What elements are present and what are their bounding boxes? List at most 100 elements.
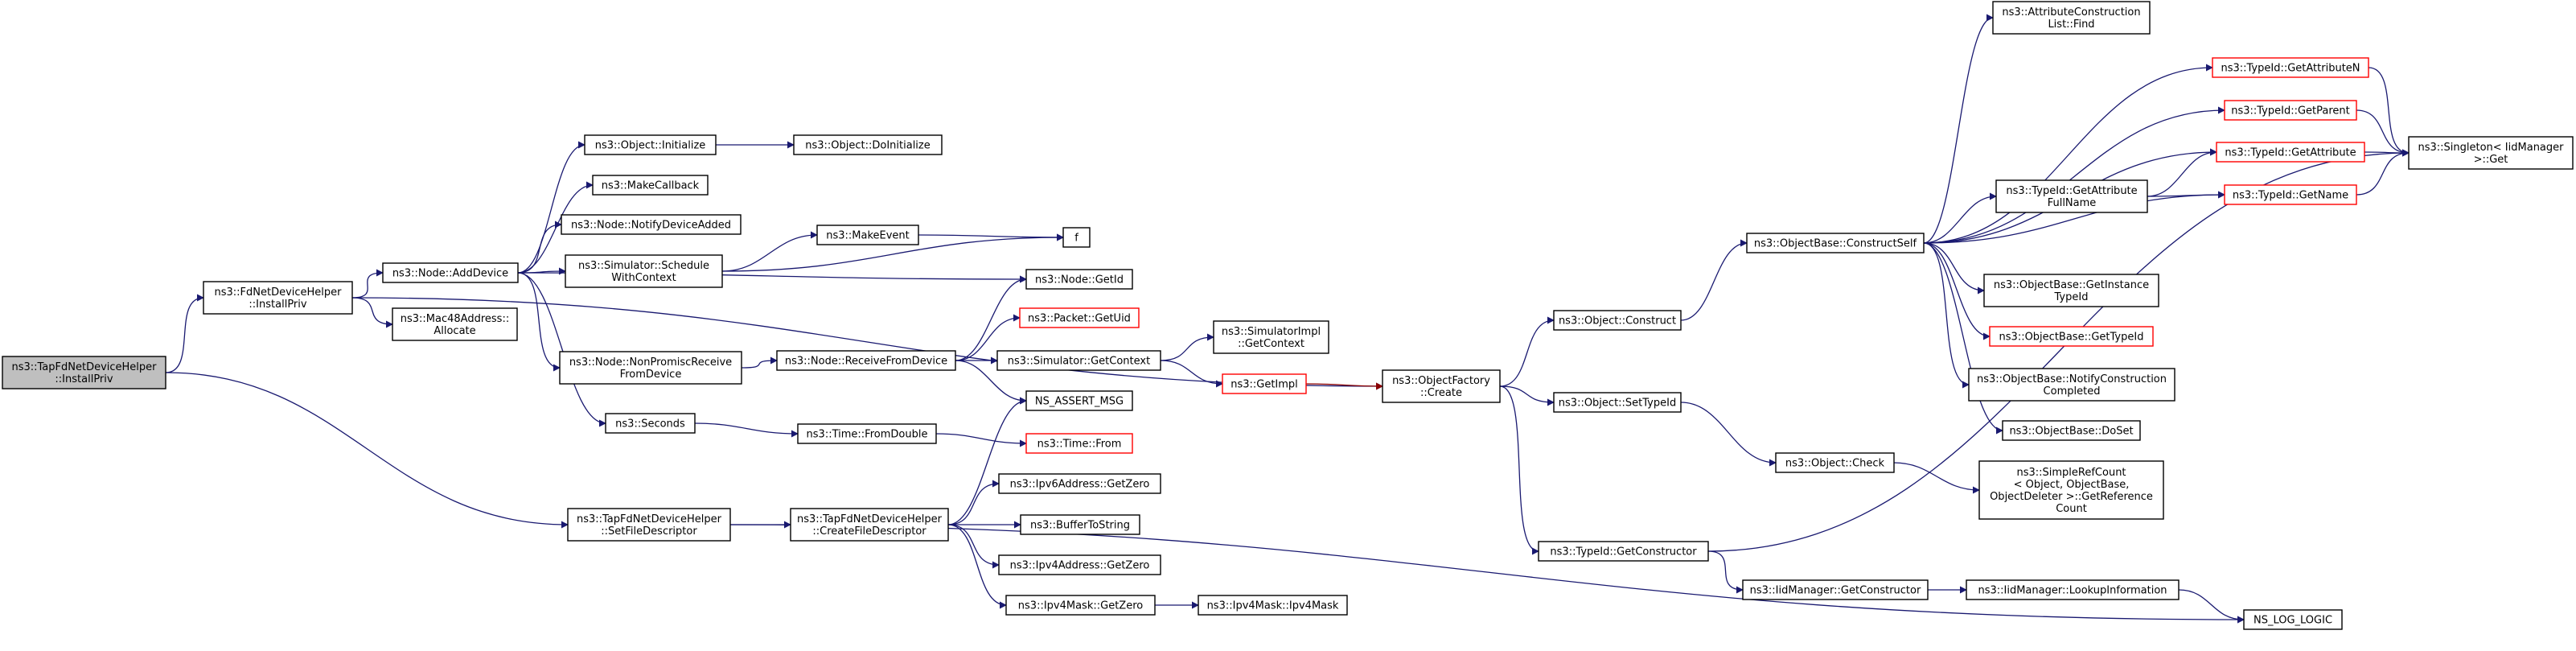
edge-recvFromDev-to-nodeGetId [955, 275, 1027, 361]
node-timeFrom[interactable]: ns3::Time::From [1025, 433, 1133, 454]
edge-typeIdGetCtor-to-singletonGet [1707, 149, 2410, 552]
edge-objFactoryCreate-to-typeIdGetCtor [1499, 385, 1539, 555]
edge-objFactoryCreate-to-objSetTypeId [1499, 385, 1555, 406]
node-label-line: ns3::FdNetDeviceHelper [214, 286, 342, 299]
node-notifyDev[interactable]: ns3::Node::NotifyDeviceAdded [561, 214, 742, 235]
node-objCheck[interactable]: ns3::Object::Check [1775, 452, 1895, 473]
node-simGetCtx[interactable]: ns3::Simulator::GetContext [996, 350, 1161, 371]
node-ipv4MaskZero[interactable]: ns3::Ipv4Mask::GetZero [1005, 595, 1156, 616]
node-box [592, 175, 709, 196]
node-nsLogLogic[interactable]: NS_LOG_LOGIC [2243, 609, 2343, 630]
node-box [1968, 368, 2175, 402]
node-objBaseGetTypeId[interactable]: ns3::ObjectBase::GetTypeId [1989, 326, 2154, 347]
node-seconds[interactable]: ns3::Seconds [605, 413, 696, 434]
node-box [996, 350, 1161, 371]
node-notifyConstrCompleted[interactable]: ns3::ObjectBase::NotifyConstructionCompl… [1968, 368, 2175, 402]
node-label-line: ns3::Ipv6Address::GetZero [1010, 479, 1150, 491]
edge-objConstruct-to-constructSelf [1680, 239, 1748, 321]
node-setFileDesc[interactable]: ns3::TapFdNetDeviceHelper::SetFileDescri… [567, 508, 731, 542]
node-box [1978, 460, 2164, 520]
node-label-line: ns3::SimulatorImpl [1222, 326, 1321, 338]
node-label-line: ns3::Node::GetId [1035, 274, 1124, 286]
node-makeCallback[interactable]: ns3::MakeCallback [592, 175, 709, 196]
node-getName[interactable]: ns3::TypeId::GetName [2224, 184, 2357, 205]
node-box [605, 413, 696, 434]
node-constructSelf[interactable]: ns3::ObjectBase::ConstructSelf [1746, 233, 1925, 253]
node-objSetTypeId[interactable]: ns3::Object::SetTypeId [1553, 392, 1682, 413]
node-ipv4Mask[interactable]: ns3::Ipv4Mask::Ipv4Mask [1198, 595, 1348, 616]
node-ipv6Zero[interactable]: ns3::Ipv6Address::GetZero [998, 473, 1161, 494]
node-label-line: ns3::TypeId::GetAttributeN [2221, 63, 2360, 75]
node-label-line: NS_LOG_LOGIC [2253, 615, 2332, 627]
edge-getAttrFullName-to-getName [2147, 191, 2225, 199]
node-fdInstallPriv[interactable]: ns3::FdNetDeviceHelper::InstallPriv [203, 281, 353, 315]
edge-constructSelf-to-getName [1923, 191, 2225, 244]
node-objFactoryCreate[interactable]: ns3::ObjectFactory::Create [1382, 369, 1501, 403]
node-label-line: List::Find [2048, 19, 2094, 31]
node-packetGetUid[interactable]: ns3::Packet::GetUid [1019, 307, 1140, 328]
edge-recvFromDev-to-packetGetUid [955, 314, 1021, 361]
node-ipv4Zero[interactable]: ns3::Ipv4Address::GetZero [998, 554, 1161, 575]
node-label-line: ns3::Object::SetTypeId [1559, 398, 1676, 410]
node-doSet[interactable]: ns3::ObjectBase::DoSet [2002, 420, 2141, 441]
node-nodeGetId[interactable]: ns3::Node::GetId [1025, 269, 1133, 290]
node-box [2, 356, 166, 389]
node-nsAssert[interactable]: NS_ASSERT_MSG [1025, 390, 1133, 411]
edge-addDevice-to-nonPromisc [517, 272, 561, 372]
node-getParent[interactable]: ns3::TypeId::GetParent [2224, 100, 2357, 121]
node-label-line: ns3::ObjectFactory [1392, 375, 1490, 387]
node-singletonGet[interactable]: ns3::Singleton< IidManager >::Get [2408, 136, 2574, 170]
node-recvFromDev[interactable]: ns3::Node::ReceiveFromDevice [776, 350, 956, 371]
node-simpleRefCount[interactable]: ns3::SimpleRefCount< Object, ObjectBase,… [1978, 460, 2164, 520]
node-makeEvent[interactable]: ns3::MakeEvent [816, 225, 919, 245]
node-box [2243, 609, 2343, 630]
node-label-line: FromDevice [620, 369, 682, 381]
node-box [1025, 390, 1133, 411]
node-label-line: ns3::Node::NonPromiscReceive [569, 356, 732, 369]
node-box [790, 508, 949, 542]
node-objConstruct[interactable]: ns3::Object::Construct [1553, 310, 1682, 331]
node-objDoInit[interactable]: ns3::Object::DoInitialize [793, 134, 943, 155]
node-box [2224, 184, 2357, 205]
node-typeIdGetCtor[interactable]: ns3::TypeId::GetConstructor [1538, 541, 1709, 562]
node-box [392, 307, 518, 341]
node-objInit[interactable]: ns3::Object::Initialize [584, 134, 717, 155]
node-addDevice[interactable]: ns3::Node::AddDevice [382, 262, 519, 283]
node-box [1989, 326, 2154, 347]
node-getImpl[interactable]: ns3::GetImpl [1222, 373, 1307, 394]
node-box [776, 350, 956, 371]
node-f[interactable]: f [1062, 227, 1091, 248]
edge-constructSelf-to-doSet [1923, 242, 2003, 435]
node-getAttributeN[interactable]: ns3::TypeId::GetAttributeN [2212, 57, 2369, 78]
node-createFileDesc[interactable]: ns3::TapFdNetDeviceHelper::CreateFileDes… [790, 508, 949, 542]
node-fromDouble[interactable]: ns3::Time::FromDouble [797, 423, 937, 444]
node-label-line: ns3::Object::Check [1785, 458, 1885, 470]
node-mac48[interactable]: ns3::Mac48Address::Allocate [392, 307, 518, 341]
node-label-line: ns3::MakeCallback [602, 180, 700, 192]
node-label-line: ns3::TypeId::GetName [2233, 190, 2348, 202]
node-label-line: ns3::Ipv4Address::GetZero [1010, 560, 1150, 572]
edge-addDevice-to-notifyDev [517, 220, 562, 274]
node-simImplGetCtx[interactable]: ns3::SimulatorImpl::GetContext [1213, 320, 1329, 354]
node-iidLookup[interactable]: ns3::IidManager::LookupInformation [1966, 579, 2180, 600]
node-label-line: ns3::TapFdNetDeviceHelper [11, 361, 157, 373]
node-box [559, 351, 742, 385]
edge-setFileDesc-to-nsLogLogic [729, 524, 2245, 624]
node-iidGetCtor[interactable]: ns3::IidManager::GetConstructor [1742, 579, 1929, 600]
node-label-line: ns3::IidManager::LookupInformation [1978, 585, 2167, 597]
node-box [1742, 579, 1929, 600]
node-label-line: ns3::Ipv4Mask::Ipv4Mask [1207, 600, 1339, 612]
edge-getAttribute-to-singletonGet [2364, 149, 2410, 157]
node-bufToString[interactable]: ns3::BufferToString [1020, 514, 1140, 535]
edge-getImpl-to-objFactoryCreate [1305, 382, 1383, 390]
node-box [1382, 369, 1501, 403]
node-getAttribute[interactable]: ns3::TypeId::GetAttribute [2216, 142, 2365, 163]
node-box [797, 423, 937, 444]
node-label-line: ns3::SimpleRefCount [2016, 467, 2126, 479]
